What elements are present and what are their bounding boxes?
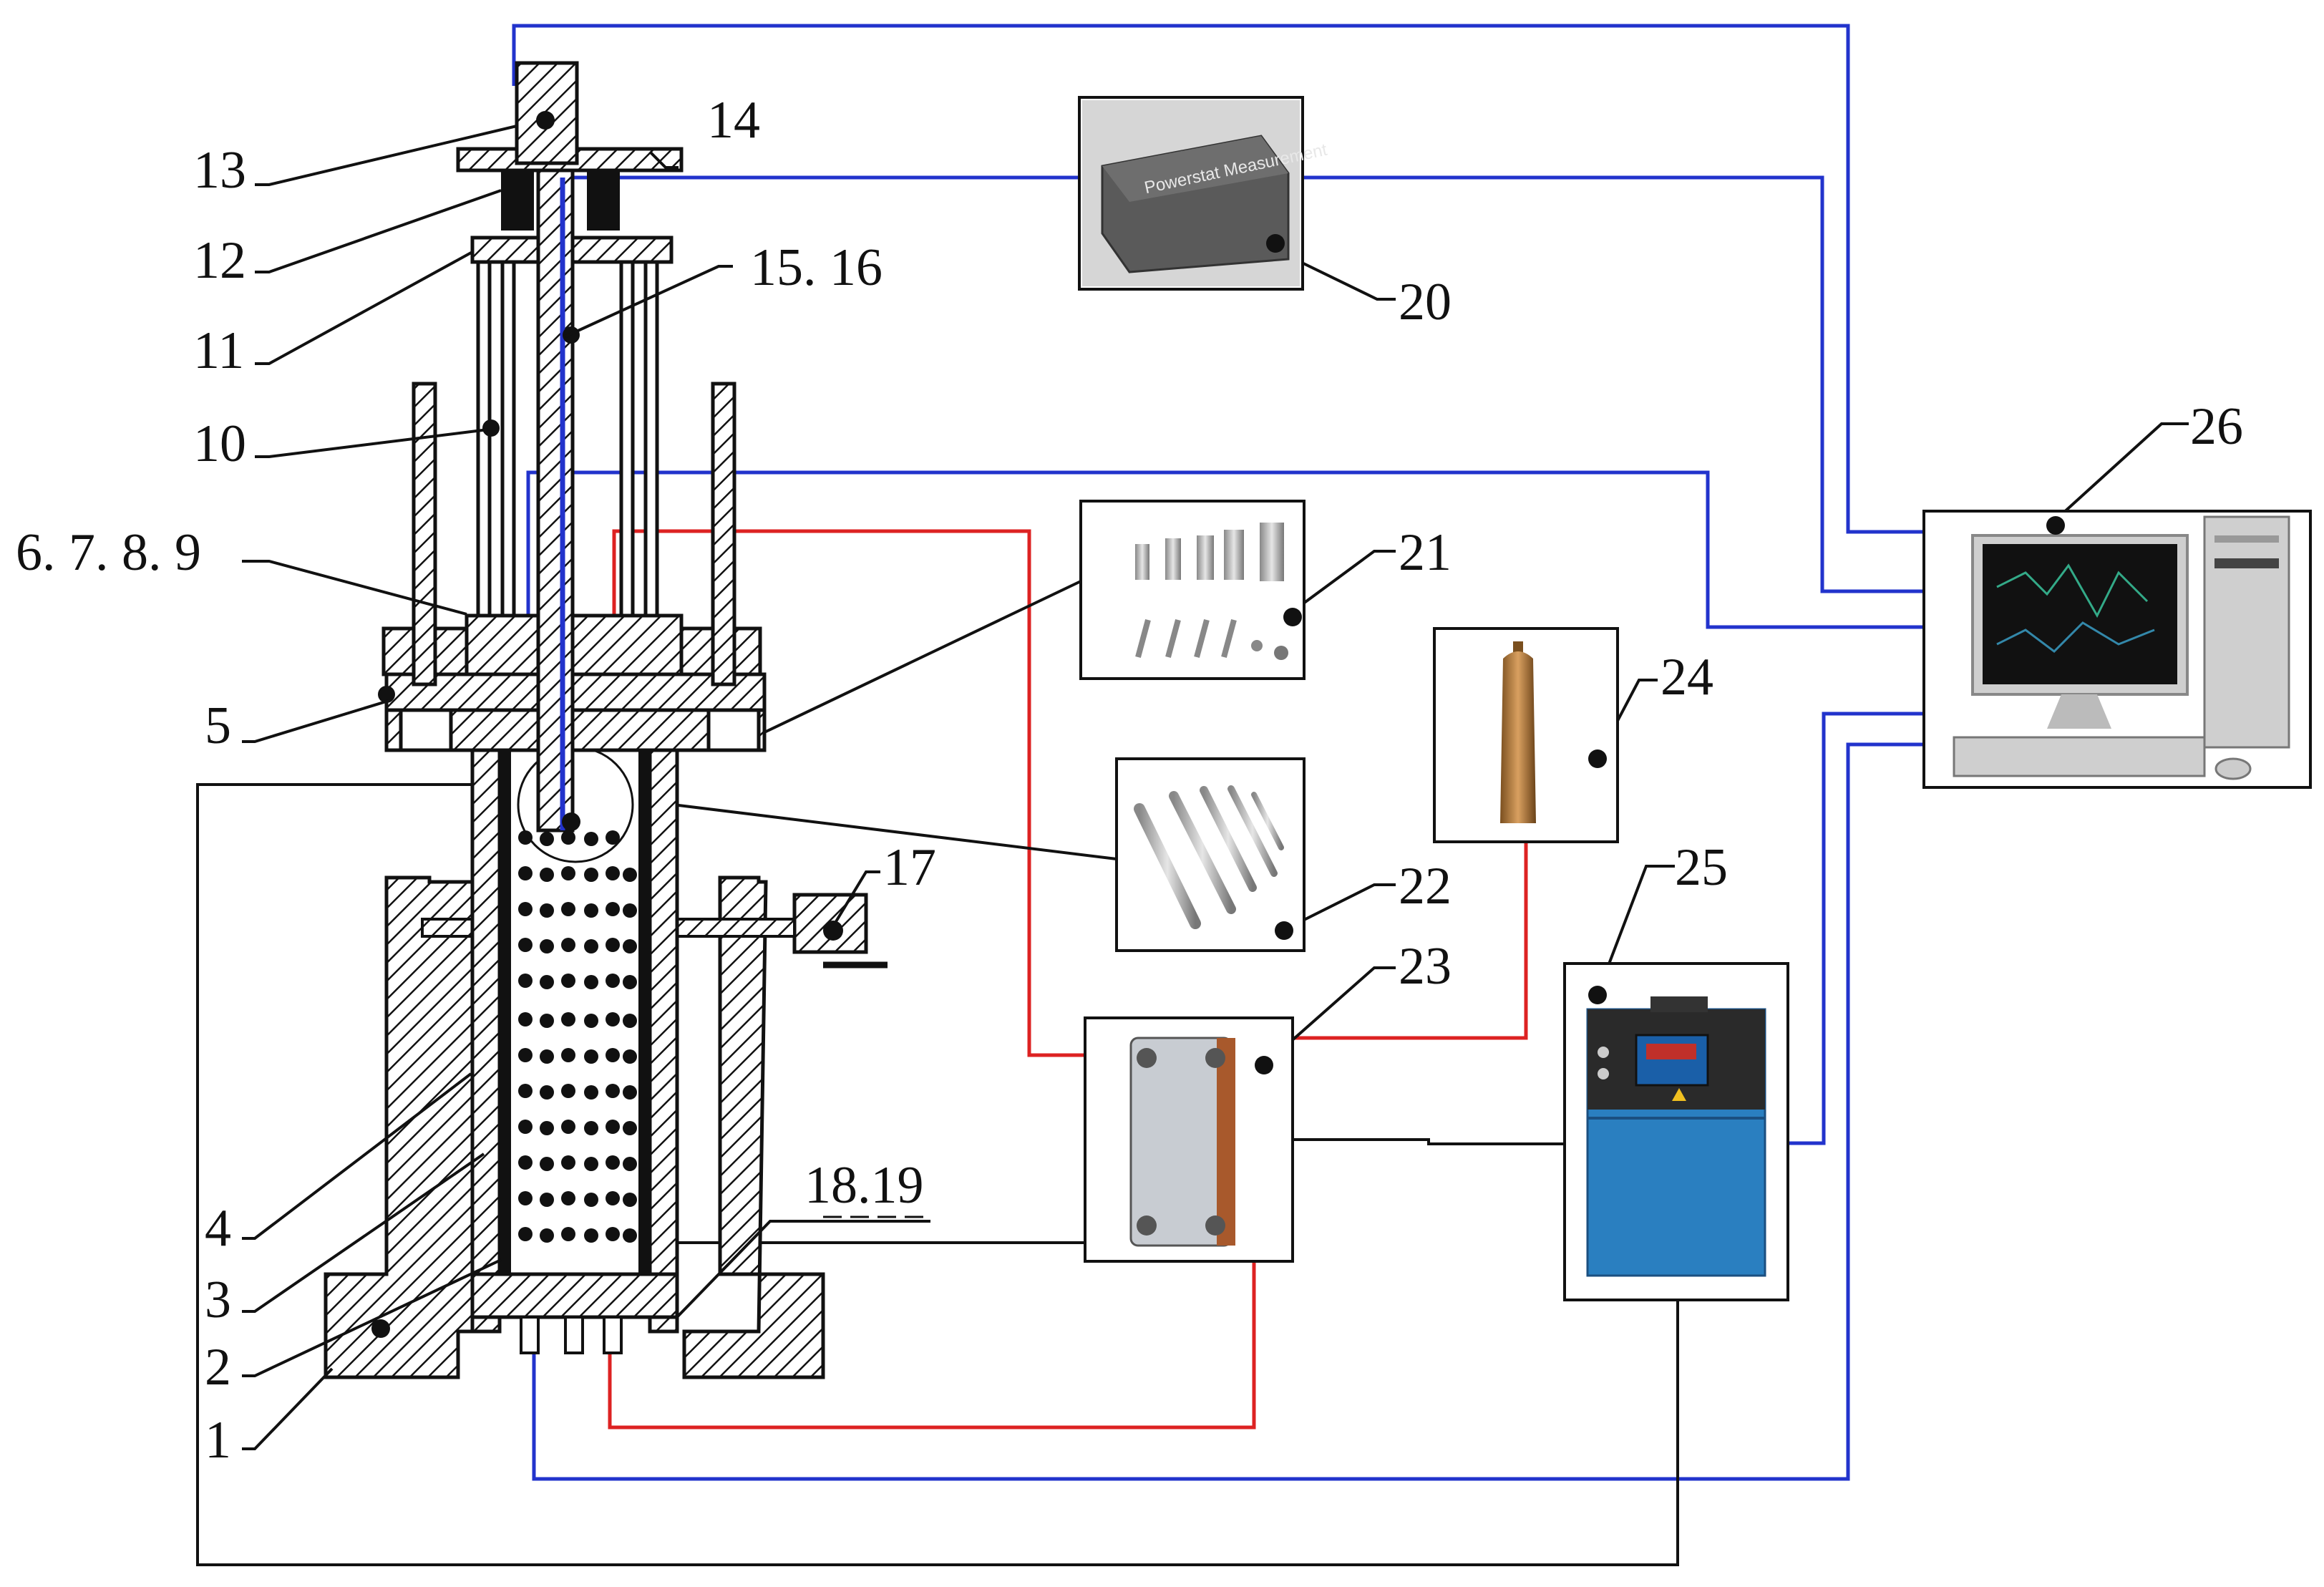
device-26-computer — [1922, 510, 2312, 789]
label-18-19: 18.19 — [804, 1156, 924, 1215]
signal-lines — [512, 24, 1924, 1481]
label-13: 13 — [193, 141, 246, 200]
signal-line-bottom-to-computer — [532, 742, 1924, 1481]
part-3-inner-wall-left — [500, 687, 511, 1274]
part-13-handle — [515, 61, 579, 165]
reactor-assembly — [324, 61, 888, 1379]
label-10: 10 — [193, 414, 246, 473]
label-23: 23 — [1399, 937, 1452, 996]
label-11: 11 — [193, 321, 244, 380]
label-17: 17 — [883, 838, 936, 897]
number-labels: 13 12 11 10 6. 7. 8. 9 5 4 3 2 1 14 15. … — [16, 91, 2243, 1470]
label-15-16: 15. 16 — [750, 238, 883, 297]
label-22: 22 — [1399, 857, 1452, 916]
label-3: 3 — [205, 1271, 231, 1329]
part-15-16-shaft — [536, 84, 575, 833]
part-1-base-jacket-right — [682, 875, 825, 1379]
signal-line-top-to-computer — [512, 24, 1924, 534]
part-5-flange — [384, 672, 767, 712]
label-12: 12 — [193, 231, 246, 290]
leader-22 — [672, 803, 1117, 860]
part-bottom-plate — [470, 1272, 679, 1319]
part-3-inner-wall-right — [638, 687, 650, 1274]
part-12-nut-left — [501, 172, 534, 230]
part-stud-right — [711, 382, 736, 686]
fluid-line-gas-bottle-to-exchanger — [1293, 842, 1528, 1040]
label-2: 2 — [205, 1338, 231, 1397]
part-stud-left — [412, 382, 437, 686]
fluid-line-exchanger-to-reactor-bottom — [608, 1260, 1256, 1430]
leader-21 — [762, 580, 1081, 734]
label-6-7-8-9: 6. 7. 8. 9 — [16, 523, 201, 582]
signal-line-wall-to-computer — [526, 470, 1924, 629]
label-21: 21 — [1399, 523, 1452, 582]
device-23-heat-exchanger — [1084, 1016, 1294, 1263]
frame-line-exchanger-to-chiller — [1293, 1138, 1565, 1145]
label-25: 25 — [1675, 838, 1728, 897]
label-14: 14 — [707, 91, 760, 150]
frame-line-outer — [196, 783, 1679, 1566]
signal-line-chiller-to-computer — [1788, 712, 1924, 1145]
device-20-powerstat: Powerstat Measurement — [1078, 96, 1329, 291]
label-1: 1 — [205, 1411, 231, 1470]
label-26: 26 — [2190, 397, 2243, 456]
device-22-rods — [1115, 757, 1306, 952]
part-4-packed-bed — [518, 830, 637, 1243]
device-24-gas-bottle — [1433, 627, 1619, 843]
label-24: 24 — [1661, 648, 1713, 707]
signal-line-powerstat-to-computer — [1303, 175, 1924, 593]
device-25-chiller — [1563, 962, 1789, 1301]
detail-circle — [517, 746, 634, 863]
label-20: 20 — [1399, 273, 1452, 331]
label-4: 4 — [205, 1199, 231, 1258]
fluid-line-reactor-to-exchanger — [612, 529, 1085, 1057]
signal-line-thermocouple-to-powerstat — [569, 175, 1079, 185]
device-21-fittings — [1079, 500, 1306, 680]
label-leaders — [242, 125, 2189, 1450]
label-5: 5 — [205, 697, 231, 755]
fluid-lines — [608, 529, 1528, 1430]
